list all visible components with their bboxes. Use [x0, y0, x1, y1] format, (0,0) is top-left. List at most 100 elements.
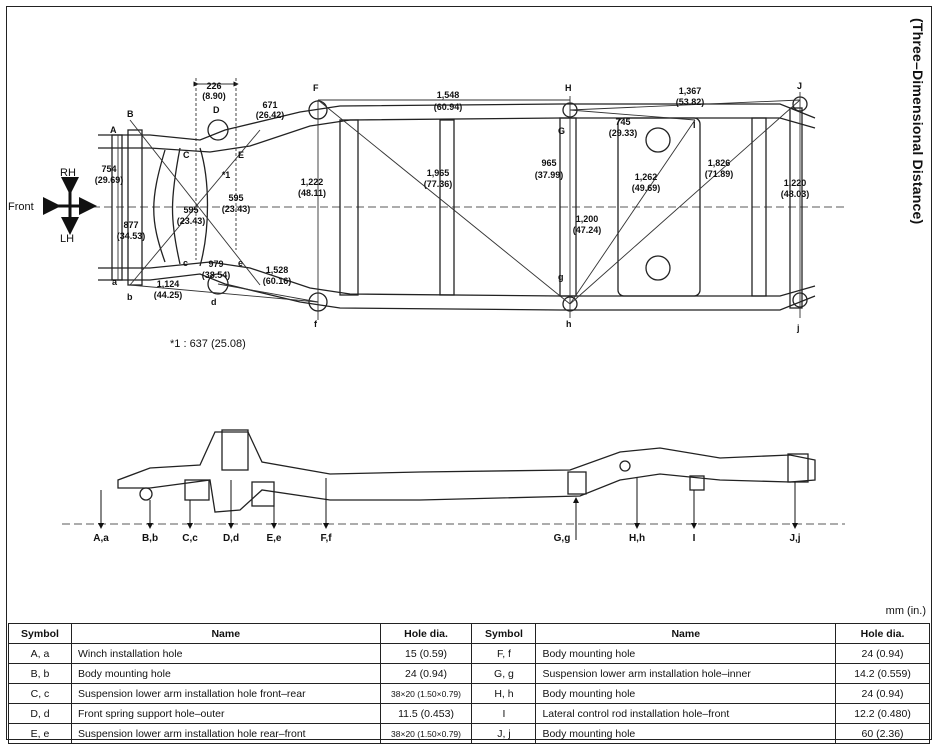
point-B: B — [127, 109, 134, 119]
rh-label: RH — [60, 167, 76, 179]
header-name: Name — [70, 623, 381, 644]
point-g: g — [558, 272, 564, 282]
cell-symbol: C, c — [8, 683, 72, 704]
table-header-row: Symbol Name Hole dia. Symbol Name Hole d… — [8, 623, 930, 644]
dim-1528: 1,528 — [266, 265, 289, 275]
frame-diagram: Front RH LH A B C D E F G H I J a b c d … — [8, 78, 845, 544]
point-a: a — [112, 277, 118, 287]
dim-1367: 1,367 — [679, 86, 702, 96]
dim-965: 965 — [541, 158, 556, 168]
side-label-Ff: F,f — [320, 533, 332, 544]
header-hole-dia: Hole dia. — [379, 623, 473, 644]
point-c: c — [183, 258, 188, 268]
cell-name: Winch installation hole — [70, 643, 381, 664]
header-name: Name — [535, 623, 837, 644]
cell-symbol: D, d — [8, 703, 72, 724]
cell-symbol: F, f — [471, 643, 537, 664]
lh-label: LH — [60, 233, 74, 245]
side-label-Cc: C,c — [182, 533, 198, 544]
dim-595-left-in: (23.43) — [177, 216, 206, 226]
dim-754: 754 — [101, 164, 116, 174]
star-mark: *1 — [222, 170, 231, 180]
point-F: F — [313, 83, 319, 93]
side-view-arrows — [98, 478, 798, 540]
point-letters: A B C D E F G H I J a b c d e f g h j — [110, 81, 802, 333]
dim-1200: 1,200 — [576, 214, 599, 224]
cell-symbol: H, h — [471, 683, 537, 704]
dim-671: 671 — [262, 100, 277, 110]
side-label-Bb: B,b — [142, 533, 158, 544]
footnote: *1 : 637 (25.08) — [170, 338, 246, 350]
direction-indicator: Front RH LH — [8, 167, 97, 245]
cell-symbol: G, g — [471, 663, 537, 684]
point-f: f — [314, 319, 318, 329]
cell-hole-dia: 38×20 (1.50×0.79) — [379, 683, 473, 704]
dim-1548: 1,548 — [437, 90, 460, 100]
dim-877-in: (34.53) — [117, 231, 146, 241]
dim-1826: 1,826 — [708, 158, 731, 168]
point-d: d — [211, 297, 217, 307]
dim-745-in: (29.33) — [609, 128, 638, 138]
side-label-Aa: A,a — [93, 533, 109, 544]
point-e: e — [238, 258, 243, 268]
table-row: E, e Suspension lower arm installation h… — [8, 723, 930, 744]
dim-595-left: 595 — [183, 205, 198, 215]
dim-1826-in: (71.89) — [705, 169, 734, 179]
cell-hole-dia: 24 (0.94) — [835, 683, 930, 704]
dimension-lines — [117, 78, 801, 320]
point-C: C — [183, 150, 190, 160]
cell-hole-dia: 60 (2.36) — [835, 723, 930, 744]
dim-1220: 1,220 — [784, 178, 807, 188]
dim-595-right: 595 — [228, 193, 243, 203]
table-row: B, b Body mounting hole 24 (0.94) G, g S… — [8, 663, 930, 684]
hole-spec-table: Symbol Name Hole dia. Symbol Name Hole d… — [8, 623, 930, 744]
cell-name: Suspension lower arm installation hole r… — [70, 723, 381, 744]
point-j: j — [796, 323, 800, 333]
cell-name: Body mounting hole — [535, 723, 837, 744]
side-label-Dd: D,d — [223, 533, 239, 544]
side-label-I: I — [693, 533, 696, 544]
point-G: G — [558, 126, 565, 136]
point-b: b — [127, 292, 133, 302]
cell-hole-dia: 38×20 (1.50×0.79) — [379, 723, 473, 744]
point-H: H — [565, 83, 572, 93]
cell-hole-dia: 12.2 (0.480) — [835, 703, 930, 724]
cell-name: Suspension lower arm installation hole–i… — [535, 663, 837, 684]
top-view-frame — [92, 96, 845, 312]
dim-1965-in: (77.36) — [424, 179, 453, 189]
dim-1124: 1,124 — [157, 279, 180, 289]
side-label-Gg: G,g — [554, 533, 571, 544]
cell-name: Front spring support hole–outer — [70, 703, 381, 724]
cell-name: Body mounting hole — [535, 683, 837, 704]
side-label-Hh: H,h — [629, 533, 645, 544]
dim-1220-in: (48.03) — [781, 189, 810, 199]
point-I: I — [693, 120, 696, 130]
cell-name: Body mounting hole — [70, 663, 381, 684]
cell-symbol: A, a — [8, 643, 72, 664]
unit-note: mm (in.) — [885, 605, 926, 617]
dim-595-right-in: (23.43) — [222, 204, 251, 214]
dim-877: 877 — [123, 220, 138, 230]
cell-name: Lateral control rod installation hole–fr… — [535, 703, 837, 724]
cell-name: Suspension lower arm installation hole f… — [70, 683, 381, 704]
dim-1528-in: (60.16) — [263, 276, 292, 286]
dim-979-in: (38.54) — [202, 270, 231, 280]
point-A: A — [110, 125, 117, 135]
cell-symbol: J, j — [471, 723, 537, 744]
dim-1367-in: (53.82) — [676, 97, 705, 107]
dim-226-in: (8.90) — [202, 91, 226, 101]
point-h: h — [566, 319, 572, 329]
cell-hole-dia: 15 (0.59) — [379, 643, 473, 664]
diagram-title: (Three–Dimensional Distance) — [910, 18, 926, 225]
dim-226: 226 — [206, 81, 221, 91]
front-label: Front — [8, 201, 34, 213]
header-hole-dia: Hole dia. — [835, 623, 930, 644]
dim-745: 745 — [615, 117, 630, 127]
dim-1548-in: (60.94) — [434, 102, 463, 112]
cell-hole-dia: 24 (0.94) — [379, 663, 473, 684]
side-label-Ee: E,e — [266, 533, 281, 544]
cell-hole-dia: 11.5 (0.453) — [379, 703, 473, 724]
side-label-Jj: J,j — [789, 533, 800, 544]
dim-1262-in: (49.69) — [632, 183, 661, 193]
cell-symbol: E, e — [8, 723, 72, 744]
